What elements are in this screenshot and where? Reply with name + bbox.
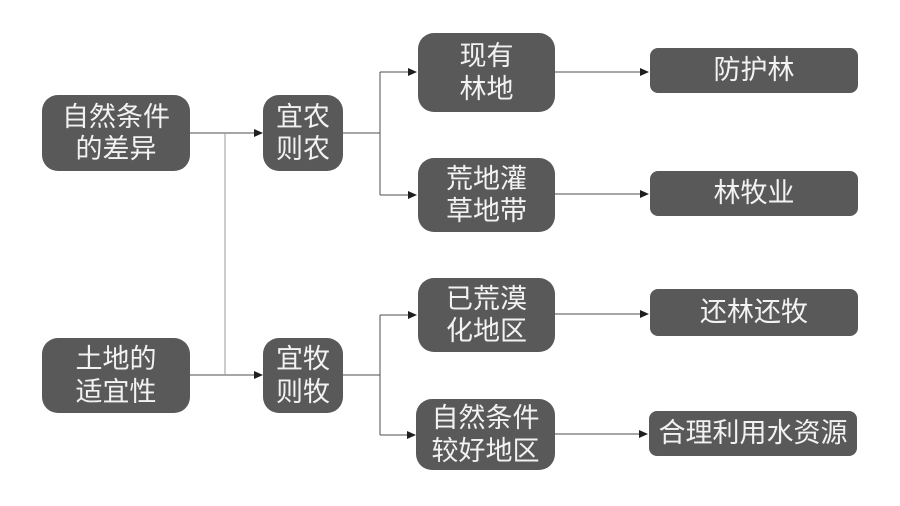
node-desertified-areas: 已荒漠 化地区 bbox=[418, 278, 555, 352]
node-better-natural-areas-label: 自然条件 较好地区 bbox=[431, 403, 540, 466]
node-land-suitability-label: 土地的 适宜性 bbox=[75, 344, 157, 407]
node-shelter-forest: 防护林 bbox=[650, 48, 858, 93]
node-desertified-areas-label: 已荒漠 化地区 bbox=[446, 283, 527, 346]
node-existing-forest: 现有 林地 bbox=[418, 33, 555, 112]
node-forestry-husbandry-label: 林牧业 bbox=[713, 178, 795, 209]
node-return-forest-pasture-label: 还林还牧 bbox=[700, 297, 808, 328]
node-farm-where-suitable: 宜农 则农 bbox=[263, 95, 343, 171]
node-farm-where-suitable-label: 宜农 则农 bbox=[276, 101, 330, 164]
node-natural-conditions: 自然条件 的差异 bbox=[42, 95, 190, 171]
node-return-forest-pasture: 还林还牧 bbox=[650, 289, 858, 336]
node-natural-conditions-label: 自然条件 的差异 bbox=[62, 101, 170, 164]
node-existing-forest-label: 现有 林地 bbox=[459, 41, 514, 104]
node-wasteland-shrub-grass-label: 荒地灌 草地带 bbox=[446, 163, 527, 226]
node-graze-where-suitable-label: 宜牧 则牧 bbox=[276, 344, 330, 407]
node-forestry-husbandry: 林牧业 bbox=[650, 171, 858, 216]
node-shelter-forest-label: 防护林 bbox=[713, 55, 795, 86]
node-land-suitability: 土地的 适宜性 bbox=[42, 338, 190, 413]
node-rational-water-use: 合理利用水资源 bbox=[649, 411, 857, 456]
node-better-natural-areas: 自然条件 较好地区 bbox=[416, 399, 555, 470]
node-graze-where-suitable: 宜牧 则牧 bbox=[263, 338, 343, 413]
node-rational-water-use-label: 合理利用水资源 bbox=[658, 418, 848, 449]
node-wasteland-shrub-grass: 荒地灌 草地带 bbox=[418, 158, 555, 232]
